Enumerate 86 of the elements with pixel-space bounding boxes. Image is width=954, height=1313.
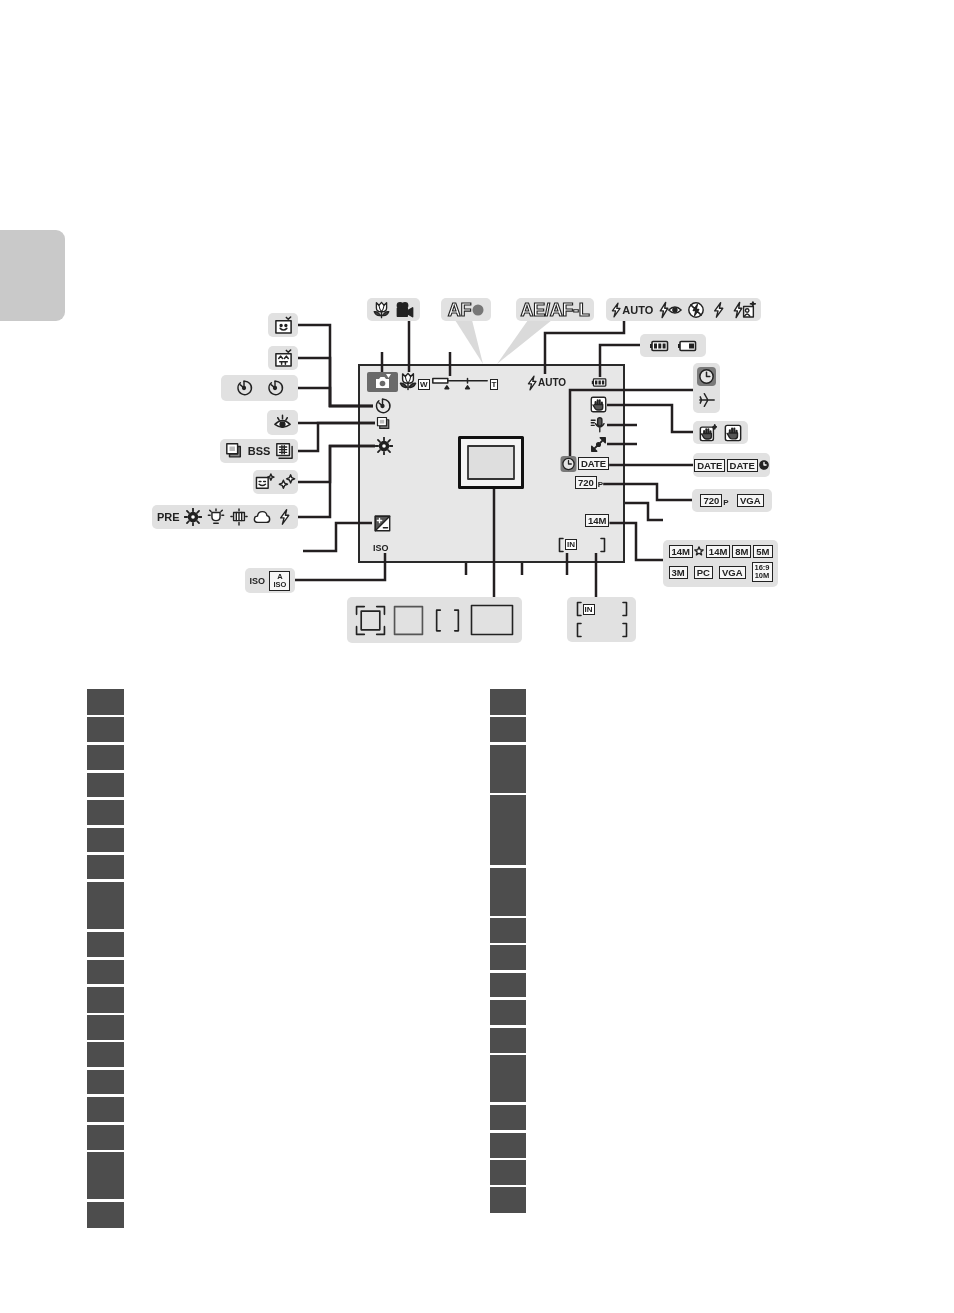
leader-line xyxy=(607,442,637,446)
callout-panel xyxy=(267,410,298,435)
callout-panel xyxy=(268,313,298,337)
image-size-label: PC xyxy=(693,565,713,579)
flash-mode-label: AUTO xyxy=(538,377,567,388)
leader-line xyxy=(492,489,496,597)
flash-mode-label: AUTO xyxy=(622,303,654,316)
camera-icon xyxy=(367,372,398,392)
image-size-label: 14M xyxy=(705,544,731,558)
leader-line xyxy=(565,553,569,575)
timer-icon xyxy=(373,397,392,415)
callout-panel xyxy=(245,568,295,593)
stacked-frames-icon xyxy=(375,416,392,431)
callout-panel xyxy=(693,453,770,477)
image-size-label: 14M xyxy=(585,514,610,527)
clock-icon xyxy=(560,456,577,472)
leader-line xyxy=(380,352,384,372)
leader-line xyxy=(295,553,387,582)
leader-line xyxy=(298,444,375,519)
microphone-icon xyxy=(590,416,607,433)
leader-line xyxy=(298,386,373,408)
monitor-screen xyxy=(358,364,625,563)
callout-panel xyxy=(221,375,298,401)
leader-line xyxy=(464,563,468,575)
diagonal-arrows-icon xyxy=(590,436,607,453)
callout-panel xyxy=(692,489,772,512)
leader-line xyxy=(543,321,626,374)
callout-panel xyxy=(367,298,420,321)
iso-label: ISO xyxy=(249,575,265,586)
callout-panel xyxy=(347,597,522,643)
section-tab xyxy=(0,230,65,321)
leader-line xyxy=(568,388,693,456)
leader-line xyxy=(520,563,524,575)
leader-line xyxy=(603,482,692,502)
zoom-wide-label: W xyxy=(418,379,430,390)
callout-panel xyxy=(253,470,298,494)
progressive-label: P xyxy=(723,498,729,507)
callout-panel xyxy=(268,346,298,370)
movie-size-label: 720 xyxy=(700,494,723,507)
callout-panel xyxy=(567,597,636,642)
internal-memory-label: IN xyxy=(582,603,595,615)
image-size-label: 14M xyxy=(668,544,693,558)
leader-line xyxy=(303,521,372,553)
sun-icon xyxy=(375,437,393,455)
plus-minus-icon xyxy=(372,515,393,532)
leader-line xyxy=(298,421,375,453)
callout-panel xyxy=(220,439,298,463)
movie-size-label: 720 xyxy=(575,476,597,489)
callout-panel xyxy=(693,363,720,413)
callout-pointer xyxy=(455,320,483,364)
iso-label: ISO xyxy=(373,543,389,553)
battery-icon xyxy=(591,377,607,388)
leader-line xyxy=(607,403,693,434)
preset-label: PRE xyxy=(156,511,180,523)
leader-line xyxy=(448,352,452,376)
image-size-label: 8M xyxy=(732,544,752,558)
callout-panel xyxy=(640,334,706,357)
leader-line xyxy=(625,501,663,522)
callout-pointer xyxy=(497,320,552,364)
movie-size-label: VGA xyxy=(737,494,764,507)
leader-line xyxy=(598,343,640,377)
date-stamp-label: DATE xyxy=(694,458,726,472)
bss-label: BSS xyxy=(247,445,271,457)
callout-panel xyxy=(606,298,761,321)
leader-line xyxy=(594,553,598,597)
callout-panel xyxy=(441,298,491,321)
callout-panel xyxy=(693,421,748,444)
callout-panel xyxy=(663,540,778,587)
date-stamp-label: DATE xyxy=(578,457,610,470)
af-label: AF xyxy=(447,299,472,320)
leader-line xyxy=(609,521,663,562)
image-size-label: VGA xyxy=(718,565,746,579)
image-size-label: 3M xyxy=(668,565,688,579)
callout-panel xyxy=(152,505,298,529)
hand-icon xyxy=(590,396,607,413)
leader-line xyxy=(407,321,411,372)
leader-line xyxy=(607,423,637,427)
progressive-label: P xyxy=(597,480,604,489)
zoom-tele-label: T xyxy=(489,379,499,390)
internal-memory-label: IN xyxy=(565,539,577,550)
image-size-label: 5M xyxy=(753,544,773,558)
focus-frame xyxy=(458,436,524,489)
ae-af-lock-label: AE/AF-L xyxy=(520,299,590,320)
flower-icon xyxy=(399,372,417,391)
leader-line xyxy=(609,463,693,467)
date-stamp-label: DATE xyxy=(726,458,758,472)
